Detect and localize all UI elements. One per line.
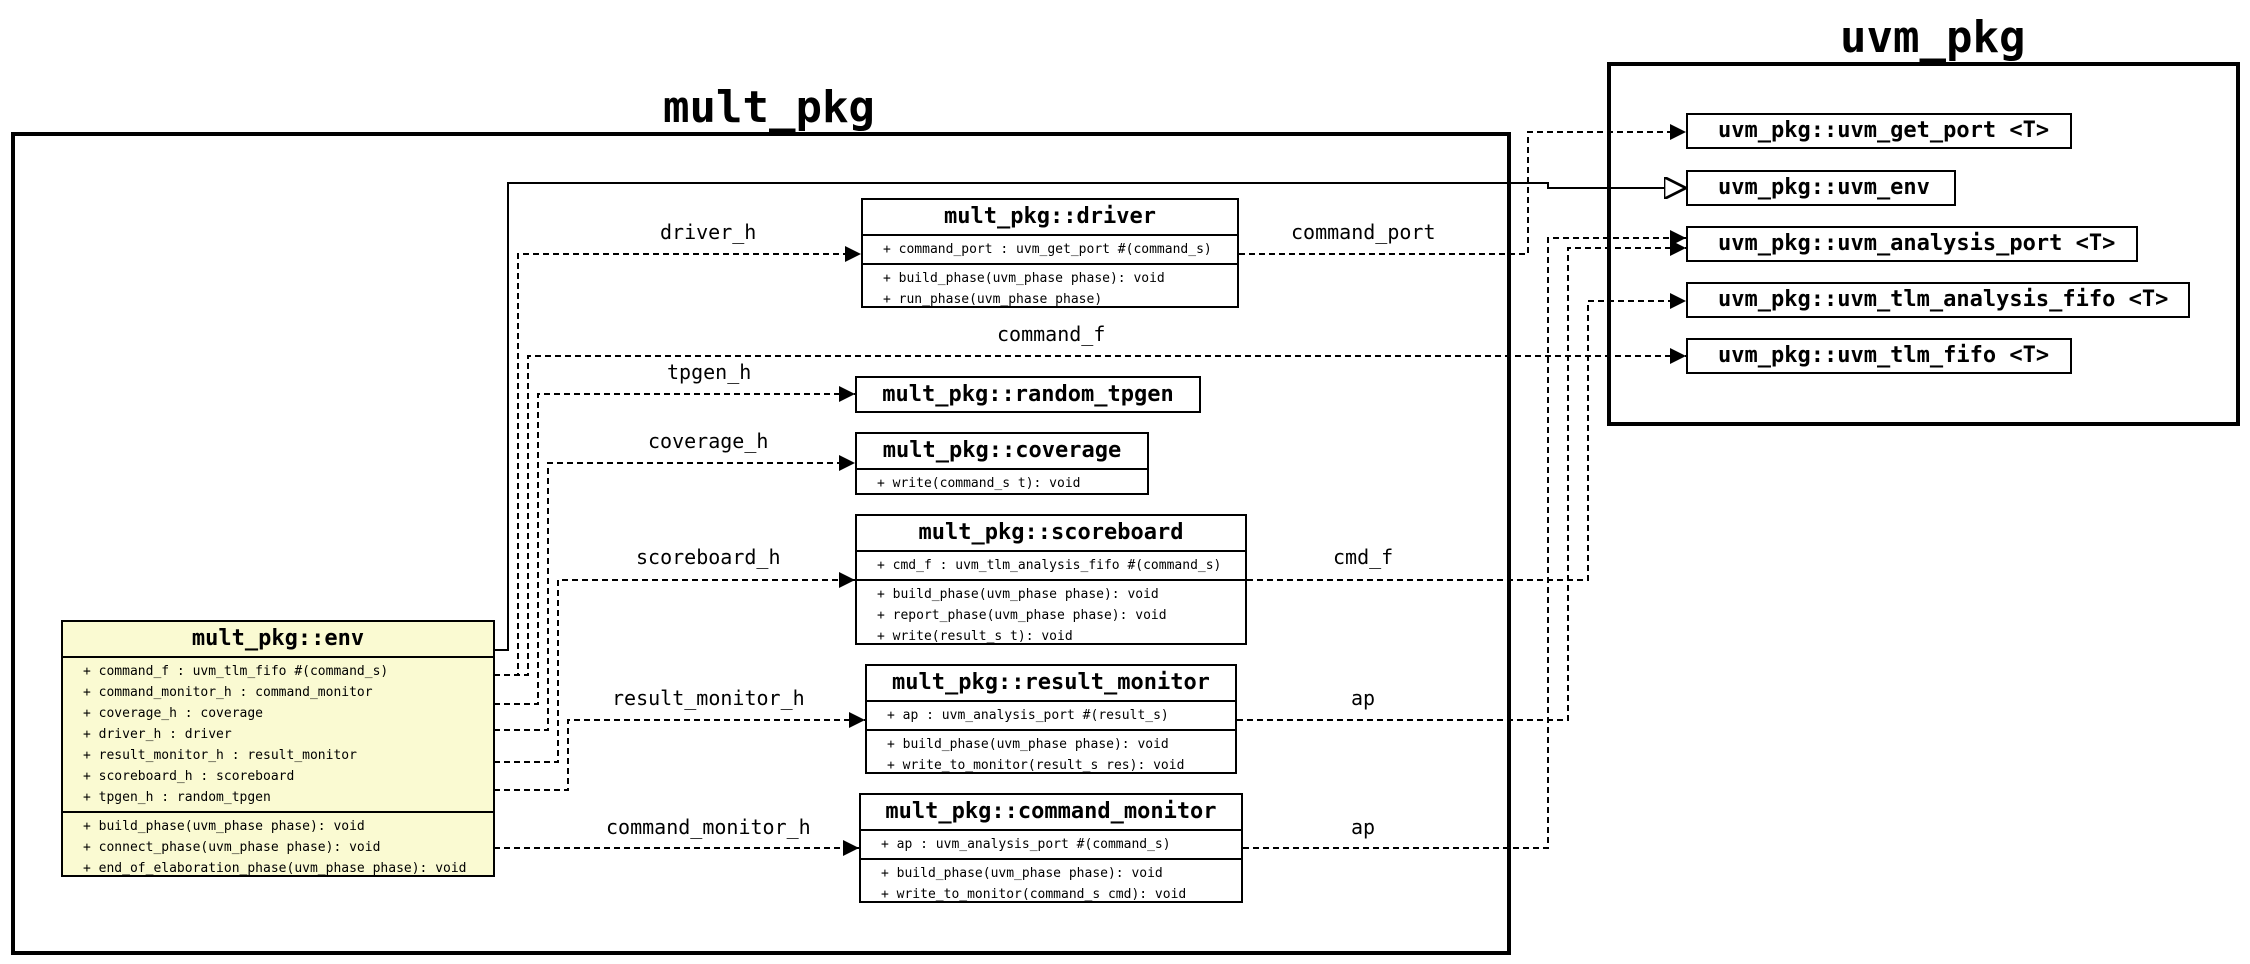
class-coverage[interactable]: mult_pkg::coverage + write(command_s t):… [855, 432, 1149, 495]
edge-label-command-f: command_f [997, 322, 1106, 346]
class-env-name: mult_pkg::env [191, 626, 365, 651]
class-random-tpgen[interactable]: mult_pkg::random_tpgen [855, 376, 1201, 413]
package-title-uvm-pkg: uvm_pkg [1840, 12, 2026, 63]
class-driver-attribute: + command_port : uvm_get_port #(command_… [883, 242, 1212, 257]
class-result-monitor-attributes: + ap : uvm_analysis_port #(result_s) [867, 700, 1235, 729]
class-uvm-tlm-fifo[interactable]: uvm_pkg::uvm_tlm_fifo <T> [1686, 338, 2072, 374]
edge-label-command-monitor-h: command_monitor_h [606, 815, 811, 839]
class-scoreboard-method: + report_phase(uvm_phase phase): void [877, 608, 1167, 623]
class-scoreboard-attribute: + cmd_f : uvm_tlm_analysis_fifo #(comman… [877, 558, 1222, 573]
class-result-monitor-attribute: + ap : uvm_analysis_port #(result_s) [887, 708, 1169, 723]
edge-label-command-port: command_port [1291, 220, 1436, 244]
class-scoreboard-attributes: + cmd_f : uvm_tlm_analysis_fifo #(comman… [857, 550, 1245, 579]
class-scoreboard[interactable]: mult_pkg::scoreboard + cmd_f : uvm_tlm_a… [855, 514, 1247, 645]
class-uvm-env[interactable]: uvm_pkg::uvm_env [1686, 170, 1956, 206]
generalization-env-uvm-env [494, 183, 1686, 651]
edge-ap-command [1243, 230, 1686, 849]
edge-command-f [494, 348, 1686, 676]
edge-label-coverage-h: coverage_h [648, 429, 769, 453]
class-env-attribute: + scoreboard_h : scoreboard [83, 769, 295, 784]
class-result-monitor-method: + write_to_monitor(result_s res): void [887, 758, 1185, 773]
class-scoreboard-methods: + build_phase(uvm_phase phase): void + r… [857, 579, 1245, 650]
class-result-monitor-method: + build_phase(uvm_phase phase): void [887, 737, 1169, 752]
class-command-monitor-attribute: + ap : uvm_analysis_port #(command_s) [881, 837, 1171, 852]
class-uvm-analysis-port[interactable]: uvm_pkg::uvm_analysis_port <T> [1686, 226, 2138, 262]
class-command-monitor-method: + write_to_monitor(command_s cmd): void [881, 887, 1187, 902]
class-result-monitor-methods: + build_phase(uvm_phase phase): void + w… [867, 729, 1235, 779]
class-env-attribute: + driver_h : driver [83, 727, 232, 742]
edge-cmd-f [1247, 293, 1686, 581]
class-env-methods: + build_phase(uvm_phase phase): void + c… [63, 811, 493, 882]
class-uvm-tlm-analysis-fifo[interactable]: uvm_pkg::uvm_tlm_analysis_fifo <T> [1686, 282, 2190, 318]
class-scoreboard-method: + build_phase(uvm_phase phase): void [877, 587, 1159, 602]
class-env-attribute: + command_monitor_h : command_monitor [83, 685, 373, 700]
class-env-attribute: + coverage_h : coverage [83, 706, 264, 721]
class-env-method: + connect_phase(uvm_phase phase): void [83, 840, 381, 855]
edge-label-tpgen-h: tpgen_h [667, 360, 752, 384]
class-env-attribute: + tpgen_h : random_tpgen [83, 790, 271, 805]
class-random-tpgen-name: mult_pkg::random_tpgen [882, 382, 1174, 407]
class-command-monitor-attributes: + ap : uvm_analysis_port #(command_s) [861, 829, 1241, 858]
class-driver-attributes: + command_port : uvm_get_port #(command_… [863, 234, 1237, 263]
edge-label-ap-result: ap [1351, 686, 1376, 710]
edge-label-scoreboard-h: scoreboard_h [636, 545, 781, 569]
edge-coverage-h [494, 455, 855, 731]
edge-ap-result [1237, 240, 1686, 721]
class-command-monitor-methods: + build_phase(uvm_phase phase): void + w… [861, 858, 1241, 908]
class-result-monitor-name: mult_pkg::result_monitor [892, 670, 1210, 695]
edge-label-cmd-f: cmd_f [1333, 545, 1394, 569]
class-env-attribute: + command_f : uvm_tlm_fifo #(command_s) [83, 664, 389, 679]
edge-result-monitor-h [494, 712, 865, 791]
class-scoreboard-name: mult_pkg::scoreboard [918, 520, 1184, 545]
class-driver-name: mult_pkg::driver [944, 204, 1156, 229]
edge-label-ap-command: ap [1351, 815, 1376, 839]
class-env[interactable]: mult_pkg::env + command_f : uvm_tlm_fifo… [61, 620, 495, 877]
class-driver-method: + build_phase(uvm_phase phase): void [883, 271, 1165, 286]
class-env-attribute: + result_monitor_h : result_monitor [83, 748, 357, 763]
class-scoreboard-method: + write(result_s t): void [877, 629, 1073, 644]
class-result-monitor[interactable]: mult_pkg::result_monitor + ap : uvm_anal… [865, 664, 1237, 774]
class-driver-method: + run_phase(uvm_phase phase) [883, 292, 1103, 307]
class-uvm-get-port[interactable]: uvm_pkg::uvm_get_port <T> [1686, 113, 2072, 149]
edge-label-result-monitor-h: result_monitor_h [612, 686, 805, 710]
package-frame-uvm-pkg [1607, 62, 2240, 426]
class-command-monitor-name: mult_pkg::command_monitor [885, 799, 1217, 824]
package-title-mult-pkg: mult_pkg [663, 82, 875, 133]
edge-label-driver-h: driver_h [660, 220, 757, 244]
class-coverage-name: mult_pkg::coverage [882, 438, 1122, 463]
class-env-method: + end_of_elaboration_phase(uvm_phase pha… [83, 861, 467, 876]
class-driver-methods: + build_phase(uvm_phase phase): void + r… [863, 263, 1237, 313]
edge-scoreboard-h [494, 572, 855, 763]
package-frame-mult-pkg [11, 132, 1511, 955]
class-coverage-method: + write(command_s t): void [877, 476, 1081, 491]
edge-tpgen-h [494, 386, 855, 705]
class-coverage-methods: + write(command_s t): void [857, 468, 1147, 497]
edge-command-port [1239, 124, 1686, 255]
class-command-monitor-method: + build_phase(uvm_phase phase): void [881, 866, 1163, 881]
edge-driver-h [494, 246, 861, 676]
class-driver[interactable]: mult_pkg::driver + command_port : uvm_ge… [861, 198, 1239, 308]
class-command-monitor[interactable]: mult_pkg::command_monitor + ap : uvm_ana… [859, 793, 1243, 903]
class-env-attributes: + command_f : uvm_tlm_fifo #(command_s) … [63, 656, 493, 811]
class-env-method: + build_phase(uvm_phase phase): void [83, 819, 365, 834]
